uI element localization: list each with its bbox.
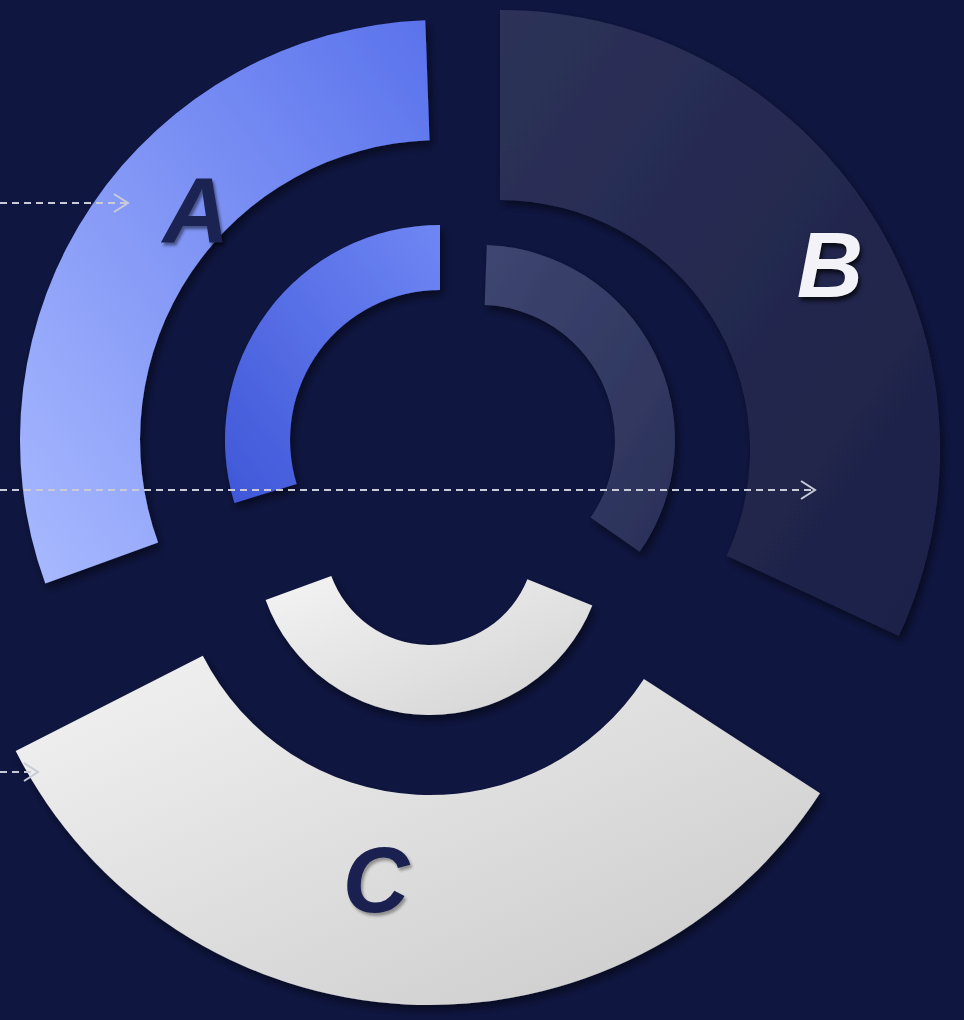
ring-segment: B: [498, 8, 942, 638]
segment-shape: [13, 653, 822, 1007]
inner-segment: [266, 576, 593, 715]
inner-segment: [225, 225, 440, 503]
segment-outline: [500, 10, 940, 636]
dashed-pointer: [0, 771, 36, 773]
dashed-pointer: [0, 489, 813, 491]
inner-segment: [485, 245, 675, 552]
arrow-head: [114, 194, 128, 212]
segment-letter: B: [797, 219, 863, 311]
ring-segment: A: [18, 18, 432, 586]
segment-outline: [16, 656, 820, 1005]
segment-shape: [498, 8, 942, 638]
dashed-pointer: [0, 202, 126, 204]
arrow-head: [24, 763, 38, 781]
arrow-head: [801, 481, 815, 499]
segment-outline: [20, 20, 429, 583]
ring-segment: C: [13, 653, 822, 1007]
segment-letter: C: [343, 834, 409, 926]
segment-letter: A: [163, 164, 229, 256]
segment-shape: [18, 18, 432, 586]
